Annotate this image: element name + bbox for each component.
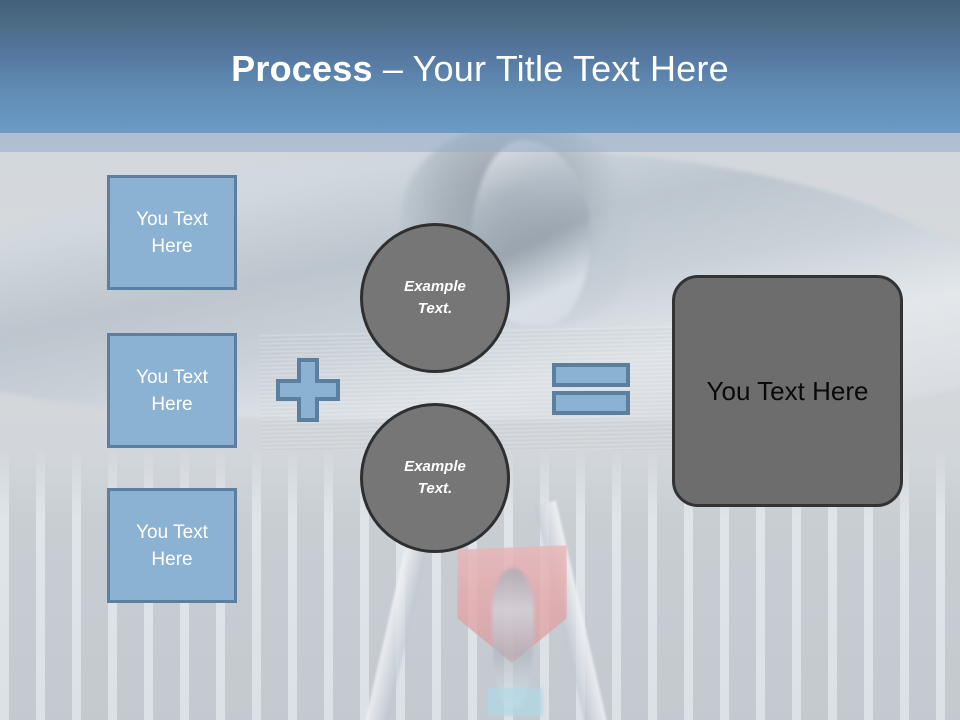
result-box-label: You Text Here: [706, 375, 869, 406]
plus-icon: [275, 357, 341, 423]
result-box[interactable]: You Text Here: [672, 275, 903, 507]
page-title-rest: – Your Title Text Here: [372, 48, 729, 89]
equals-icon: [551, 362, 631, 416]
photo-badge-base: [487, 688, 543, 716]
photo-badge-figure: [492, 568, 534, 708]
title-banner-accent-band: [0, 133, 960, 152]
title-banner: [0, 0, 960, 133]
page-title-strong: Process: [231, 48, 373, 89]
page-title: Process – Your Title Text Here: [0, 47, 960, 91]
